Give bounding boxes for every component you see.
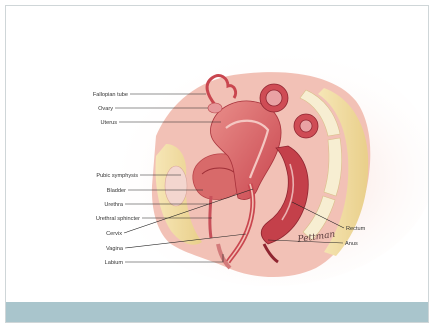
ovary [208,103,222,113]
urethra [210,196,211,238]
label-urethral-sphincter: Urethral sphincter [96,216,140,222]
label-vagina: Vagina [106,246,124,252]
label-uterus: Uterus [101,120,118,126]
anatomy-diagram: Pettman Fallopian tube Ovary Uterus Pubi… [6,6,429,306]
slide-footer-band [6,302,428,322]
label-labium: Labium [105,260,124,266]
label-cervix: Cervix [106,231,122,237]
label-urethra: Urethra [104,202,124,208]
pubic-symphysis-bone [165,166,187,206]
slide: Pettman Fallopian tube Ovary Uterus Pubi… [5,5,429,323]
label-ovary: Ovary [98,106,113,112]
label-bladder: Bladder [107,188,126,194]
label-fallopian-tube: Fallopian tube [93,92,128,98]
label-anus: Anus [345,241,358,247]
label-pubic-symphysis: Pubic symphysis [96,173,138,179]
label-rectum: Rectum [346,226,366,232]
